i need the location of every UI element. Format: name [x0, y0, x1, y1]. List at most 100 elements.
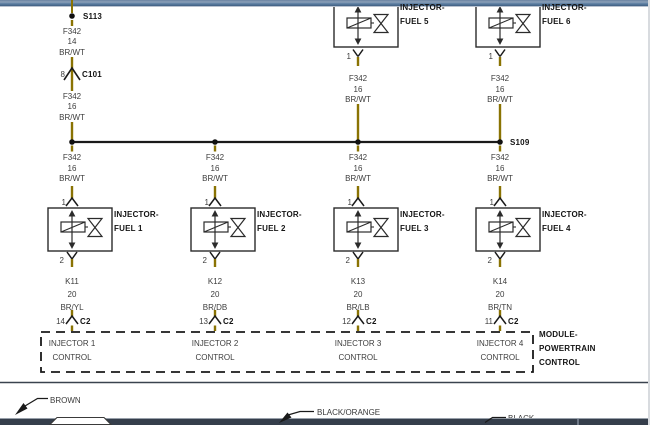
wire-gauge-label: 16: [67, 102, 77, 111]
connector-chevron-icon: [493, 196, 507, 207]
wire-circuit-label: F342: [205, 153, 225, 162]
module-function-line: INJECTOR 2: [191, 339, 239, 348]
legend-label-brown: BROWN: [50, 396, 81, 405]
connector-label: C2: [508, 317, 519, 326]
injector-name-line: INJECTOR-: [542, 3, 587, 12]
wire-circuit-label: F342: [62, 92, 82, 101]
connector-pin-label: 11: [484, 317, 493, 326]
injector-pin-label: 1: [346, 52, 351, 61]
wire-circuit-label: K13: [350, 277, 366, 286]
connector-pin-label: 8: [60, 70, 65, 79]
connector-label: C2: [80, 317, 91, 326]
splice-dot-s113: [69, 13, 75, 19]
module-label-line: POWERTRAIN: [539, 344, 596, 353]
module-function-line: CONTROL: [480, 353, 520, 362]
connector-label: C2: [366, 317, 377, 326]
connector-fork-icon: [352, 251, 364, 260]
wire-to-s113-tick: [71, 0, 73, 13]
legend-leader-brown: [24, 397, 48, 407]
splice-dot-s109: [497, 139, 503, 145]
injector-pin-label: 1: [204, 198, 209, 207]
bus-junction-dot: [212, 139, 218, 145]
connector-chevron-icon: [351, 314, 365, 325]
module-label-line: CONTROL: [539, 358, 580, 367]
connector-chevron-icon: [65, 314, 79, 325]
connector-fork-icon: [209, 251, 221, 260]
injector-column: F342 16 BR/WT 1 INJECTOR- FUEL 2 2 K12 2…: [115, 0, 315, 425]
bus-junction-dot: [355, 139, 361, 145]
module-function-line: INJECTOR 4: [476, 339, 524, 348]
wire-color-label: BR/WT: [59, 113, 85, 122]
legend-arrow-brown-icon: [15, 403, 28, 415]
wire-color-label: BR/DB: [202, 303, 228, 312]
connector-chevron-icon: [493, 314, 507, 325]
injector-name-line: FUEL 4: [542, 224, 571, 233]
splice-label: S109: [510, 138, 530, 147]
injector-pin-label: 1: [488, 52, 493, 61]
connector-c101-chevron-icon: [63, 66, 81, 81]
wire-color-label: BR/YL: [60, 303, 84, 312]
wire-color-label: BR/WT: [345, 174, 371, 183]
module-function-line: CONTROL: [338, 353, 378, 362]
wire-gauge-label: 16: [495, 85, 505, 94]
module-function-line: CONTROL: [195, 353, 235, 362]
wire-color-label: BR/WT: [487, 95, 513, 104]
connector-fork-icon: [66, 251, 78, 260]
connector-fork-icon: [494, 49, 506, 57]
wire-circuit-label: F342: [348, 153, 368, 162]
injector-name-line: FUEL 1: [114, 224, 143, 233]
connector-pin-label: 12: [342, 317, 351, 326]
module-function-line: INJECTOR 1: [48, 339, 96, 348]
wire-color-label: BR/WT: [59, 48, 85, 57]
connector-fork-icon: [352, 49, 364, 57]
wire-color-label: BR/TN: [488, 303, 512, 312]
bottom-dark-bar: [0, 418, 648, 425]
wire-gauge-label: 16: [353, 164, 363, 173]
connector-chevron-icon: [208, 314, 222, 325]
wire-circuit-label: F342: [62, 27, 82, 36]
top-injector: INJECTOR- FUEL 6 1 F342 16 BR/WT: [400, 0, 600, 425]
connector-label: C101: [82, 70, 102, 79]
connector-chevron-icon: [351, 196, 365, 207]
feed-branch-labels: S113 F342 14 BR/WT 8 C101 F342 16 BR/WT: [0, 0, 172, 425]
injector-name-line: INJECTOR-: [400, 210, 445, 219]
connector-pin-label: 14: [56, 317, 65, 326]
module-label-line: MODULE-: [539, 330, 578, 339]
injector-column: F342 16 BR/WT 1 INJECTOR- FUEL 3 2 K13 2…: [258, 0, 458, 425]
connector-pin-label: 13: [199, 317, 208, 326]
injector-column: F342 16 BR/WT 1 INJECTOR- FUEL 4 2 K14 2…: [400, 0, 600, 425]
wire-color-label: BR/WT: [345, 95, 371, 104]
injector-name-line: INJECTOR-: [400, 3, 445, 12]
module-function-line: INJECTOR 3: [334, 339, 382, 348]
wire-gauge-label: 20: [495, 290, 505, 299]
module-dashed-box: [40, 331, 534, 373]
wire-gauge-label: 16: [210, 164, 220, 173]
injector-name-line: INJECTOR-: [542, 210, 587, 219]
wire-circuit-label: F342: [348, 74, 368, 83]
legend-leader-black: [484, 416, 506, 423]
module-function-line: CONTROL: [52, 353, 92, 362]
splice-label: S113: [83, 12, 103, 21]
connector-chevron-icon: [208, 196, 222, 207]
injector-pin-label: 2: [487, 256, 492, 265]
wire-gauge-label: 20: [210, 290, 220, 299]
wire-gauge-label: 20: [67, 290, 77, 299]
legend-label-black-orange: BLACK/ORANGE: [317, 408, 381, 417]
wire-circuit-label: F342: [62, 153, 82, 162]
injector-pin-label: 2: [345, 256, 350, 265]
feed-branch-linework: [63, 13, 81, 140]
connector-chevron-icon: [65, 196, 79, 207]
bus-junction-dot: [69, 139, 75, 145]
wire-gauge-label: 14: [67, 37, 77, 46]
wire-circuit-label: K11: [65, 277, 79, 286]
wire-color-label: BR/WT: [487, 174, 513, 183]
legend-leader-black-orange: [287, 410, 314, 416]
injector-name-line: FUEL 6: [542, 17, 571, 26]
wire-circuit-label: K14: [492, 277, 508, 286]
injector-name-line: FUEL 3: [400, 224, 429, 233]
wire-color-label: BR/WT: [202, 174, 228, 183]
wire-circuit-label: F342: [490, 74, 510, 83]
injector-pin-label: 2: [202, 256, 207, 265]
wire-color-label: BR/WT: [59, 174, 85, 183]
